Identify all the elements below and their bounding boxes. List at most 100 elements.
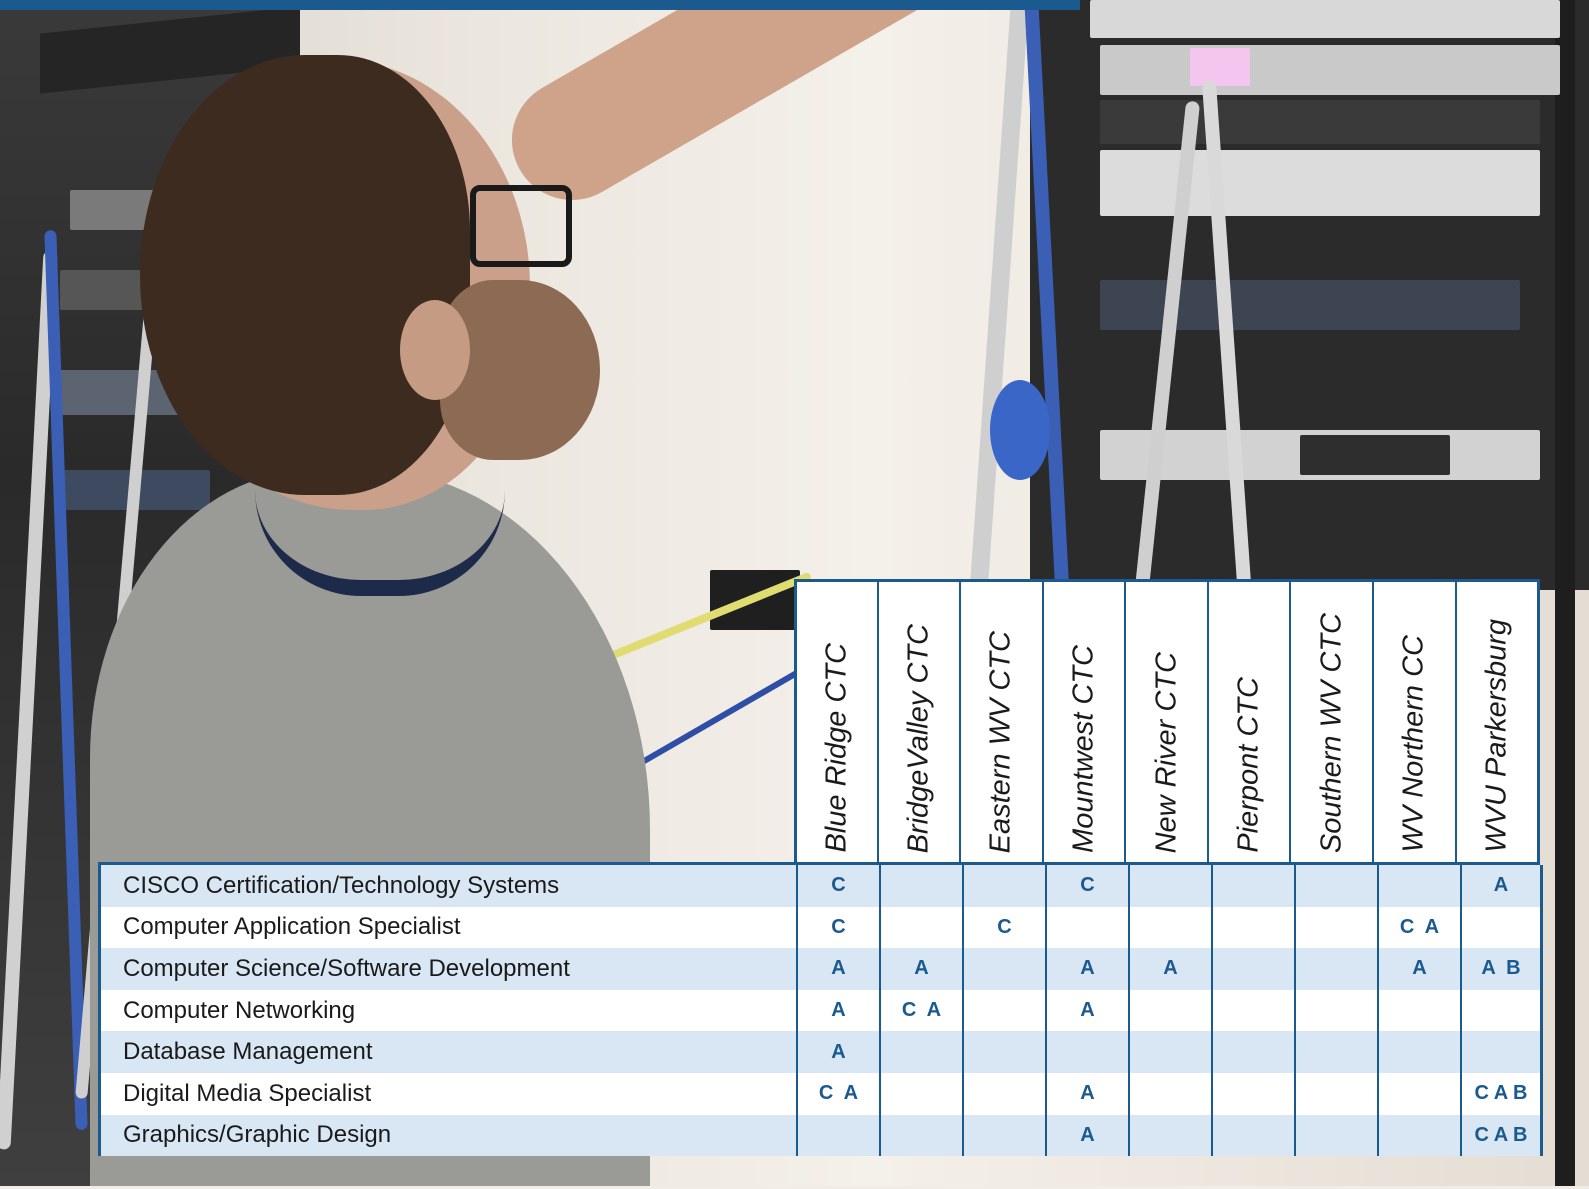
credential-cell: A [879,948,962,990]
header-wvu-parkersburg: WVU Parkersburg [1454,582,1538,865]
table-row: CISCO Certification/Technology Systems C… [101,862,1543,907]
table-row: Graphics/Graphic Design A C A B [101,1114,1543,1157]
credential-cell [1377,1114,1460,1157]
program-name: Database Management [123,1038,373,1066]
credential-cell [879,906,962,949]
credential-cell: C A [879,989,962,1032]
credential-cell: A [1045,1072,1128,1115]
credential-cell [1294,906,1377,949]
header-label: New River CTC [1150,651,1183,853]
credential-cell [1128,1114,1211,1157]
table-row: Computer Science/Software Development A … [101,948,1543,990]
credential-cell: A [1460,865,1543,907]
credential-cell [962,1072,1045,1115]
credential-cell [1128,906,1211,949]
credential-cell [1460,906,1543,949]
program-name: Computer Science/Software Development [123,954,570,982]
credential-cell [1128,865,1211,907]
credential-cell [962,948,1045,990]
header-label: Eastern WV CTC [984,630,1017,853]
header-label: WV Northern CC [1397,635,1430,853]
credential-cell [1294,865,1377,907]
header-wv-northern-cc: WV Northern CC [1371,582,1455,865]
credential-cell: C A [1377,906,1460,949]
credential-cell [796,1114,879,1157]
credential-cell [879,1114,962,1157]
header-label: BridgeValley CTC [902,623,935,853]
program-name: CISCO Certification/Technology Systems [123,871,560,899]
credential-cell: C A B [1460,1114,1543,1157]
program-name: Digital Media Specialist [123,1079,372,1107]
header-label: Southern WV CTC [1315,612,1348,853]
credential-cell: A [1377,948,1460,990]
header-new-river-ctc: New River CTC [1124,582,1207,865]
credential-cell [1294,1114,1377,1157]
program-name: Graphics/Graphic Design [123,1121,392,1149]
credential-cell: C [796,865,879,907]
credential-cell [1211,906,1294,949]
credential-cell [962,989,1045,1032]
credential-cell: A [796,948,879,990]
credential-cell [1377,989,1460,1032]
credential-cell [962,1031,1045,1073]
credential-cell: A [796,989,879,1032]
header-label: WVU Parkersburg [1480,619,1513,853]
credential-cell: A [1045,1114,1128,1157]
credential-cell [1294,948,1377,990]
credential-cell [1211,948,1294,990]
credential-cell [1211,1114,1294,1157]
table-row: Computer Application Specialist C C C A [101,906,1543,949]
table-row: Digital Media Specialist C A A C A B [101,1072,1543,1115]
header-southern-wv-ctc: Southern WV CTC [1289,582,1372,865]
credential-cell [1294,989,1377,1032]
credential-cell [1460,1031,1543,1073]
credential-cell: C [796,906,879,949]
header-label: Mountwest CTC [1067,645,1100,853]
header-eastern-wv-ctc: Eastern WV CTC [959,582,1042,865]
header-pierpont-ctc: Pierpont CTC [1206,582,1290,865]
credential-cell [1377,865,1460,907]
credential-cell [1211,1031,1294,1073]
credential-cell: A [796,1031,879,1073]
credential-cell [879,1031,962,1073]
program-name: Computer Networking [123,996,356,1024]
credential-cell [1128,1072,1211,1115]
credential-cell: C A B [1460,1072,1543,1115]
credential-cell: A [1045,948,1128,990]
header-label: Blue Ridge CTC [820,643,853,853]
credential-cell: C [962,906,1045,949]
credential-cell [1377,1072,1460,1115]
glasses [470,185,572,267]
credential-cell [1211,989,1294,1032]
institution-header-row: Blue Ridge CTC BridgeValley CTC Eastern … [794,579,1540,865]
top-accent-bar [0,0,1080,10]
credential-cell [1128,989,1211,1032]
credential-cell [1128,1031,1211,1073]
header-blue-ridge-ctc: Blue Ridge CTC [794,582,877,865]
credential-cell [1045,1031,1128,1073]
table-row: Computer Networking A C A A [101,989,1543,1032]
credential-cell [1294,1072,1377,1115]
credential-cell: C A [796,1072,879,1115]
credential-cell [1377,1031,1460,1073]
header-bridgevalley-ctc: BridgeValley CTC [876,582,960,865]
table-body: CISCO Certification/Technology Systems C… [98,862,1543,1157]
credential-cell [879,1072,962,1115]
header-label: Pierpont CTC [1232,677,1265,853]
credential-cell [962,865,1045,907]
credential-cell: A [1128,948,1211,990]
program-name: Computer Application Specialist [123,913,461,941]
programs-table: Blue Ridge CTC BridgeValley CTC Eastern … [98,579,1543,1189]
header-mountwest-ctc: Mountwest CTC [1041,582,1125,865]
credential-cell [962,1114,1045,1157]
credential-cell [1211,865,1294,907]
credential-cell [1045,906,1128,949]
credential-cell [1211,1072,1294,1115]
credential-cell: A [1045,989,1128,1032]
credential-cell [1460,989,1543,1032]
table-row: Database Management A [101,1031,1543,1073]
credential-cell: A B [1460,948,1543,990]
credential-cell [879,865,962,907]
credential-cell: C [1045,865,1128,907]
credential-cell [1294,1031,1377,1073]
